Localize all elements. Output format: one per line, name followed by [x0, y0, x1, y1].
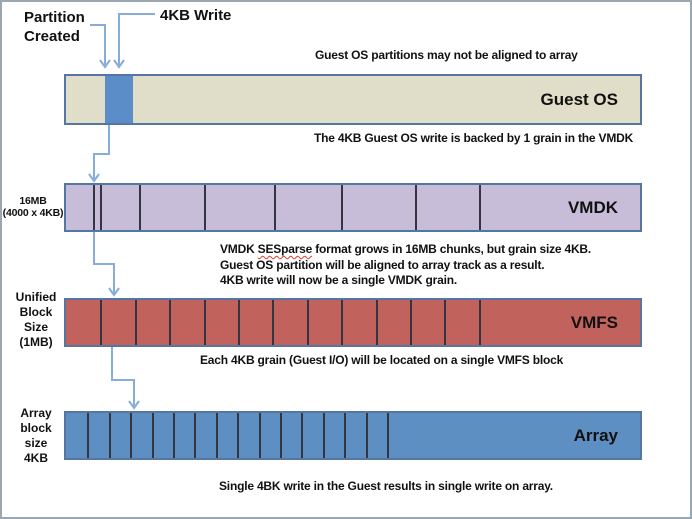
note-vmdk-line2: Guest OS partition will be aligned to ar… [220, 257, 545, 272]
bar-divider [100, 185, 102, 230]
side-label-vmfs-block-size: Unified Block Size (1MB) [15, 290, 57, 349]
bar-divider [173, 413, 175, 458]
label-partition-created: Partition Created [24, 9, 85, 45]
note-vmdk-line1-misspelled-word: SESparse [257, 242, 313, 256]
bar-divider [204, 300, 206, 345]
connector-vmdk-to-vmfs [93, 231, 120, 297]
bar-divider [216, 413, 218, 458]
connector-guest-to-vmdk [88, 124, 110, 183]
label-4kb-write: 4KB Write [160, 7, 232, 24]
bar-divider [87, 413, 89, 458]
note-vmdk-line1-prefix: VMDK [220, 242, 258, 256]
bar-vmdk: VMDK [64, 183, 642, 232]
bar-divider [237, 413, 239, 458]
bar-divider [387, 413, 389, 458]
bar-divider [272, 300, 274, 345]
bar-divider [130, 413, 132, 458]
bar-divider [169, 300, 171, 345]
note-vmdk-line3: 4KB write will now be a single VMDK grai… [220, 273, 457, 287]
side-label-array-block-size: Array block size 4KB [20, 406, 52, 465]
note-vmdk-sesparse: VMDK SESparse format grows in 16MB chunk… [220, 242, 591, 289]
note-vmdk-line1-suffix: format grows in 16MB chunks, but grain s… [312, 242, 592, 256]
bar-divider [93, 185, 95, 230]
bar-divider [415, 185, 417, 230]
bar-vmfs: VMFS [64, 298, 642, 347]
bar-divider [307, 300, 309, 345]
connector-4kb-write [113, 13, 155, 69]
bar-array: Array [64, 411, 642, 460]
note-vmfs-grain-location: Each 4KB grain (Guest I/O) will be locat… [200, 353, 564, 367]
side-label-vmdk-size: 16MB (4000 x 4KB) [2, 195, 64, 219]
bar-label-array: Array [573, 425, 618, 445]
bar-divider [479, 185, 481, 230]
bar-divider [204, 185, 206, 230]
connector-partition-created [90, 24, 111, 69]
note-vmdk-line1: VMDK SESparse format grows in 16MB chunk… [220, 242, 591, 258]
guest-4kb-write-segment [105, 76, 133, 123]
bar-divider [410, 300, 412, 345]
bar-divider [323, 413, 325, 458]
bar-divider [194, 413, 196, 458]
bar-divider [100, 300, 102, 345]
bar-label-vmfs: VMFS [570, 312, 618, 332]
note-array-single-write: Single 4BK write in the Guest results in… [219, 479, 553, 493]
bar-divider [135, 300, 137, 345]
bar-divider [344, 413, 346, 458]
bar-guest-os: Guest OS [64, 74, 642, 125]
bar-divider [152, 413, 154, 458]
bar-divider [274, 185, 276, 230]
bar-label-guest-os: Guest OS [540, 89, 618, 109]
bar-divider [444, 300, 446, 345]
bar-divider [238, 300, 240, 345]
bar-divider [280, 413, 282, 458]
bar-label-vmdk: VMDK [567, 197, 618, 217]
bar-divider [479, 300, 481, 345]
connector-vmfs-to-array [111, 346, 140, 410]
note-guest-alignment: Guest OS partitions may not be aligned t… [315, 48, 578, 62]
note-guest-write-grain: The 4KB Guest OS write is backed by 1 gr… [314, 131, 634, 145]
bar-divider [109, 413, 111, 458]
bar-divider [301, 413, 303, 458]
bar-divider [341, 185, 343, 230]
bar-divider [139, 185, 141, 230]
bar-divider [366, 413, 368, 458]
bar-divider [341, 300, 343, 345]
bar-divider [259, 413, 261, 458]
bar-divider [376, 300, 378, 345]
